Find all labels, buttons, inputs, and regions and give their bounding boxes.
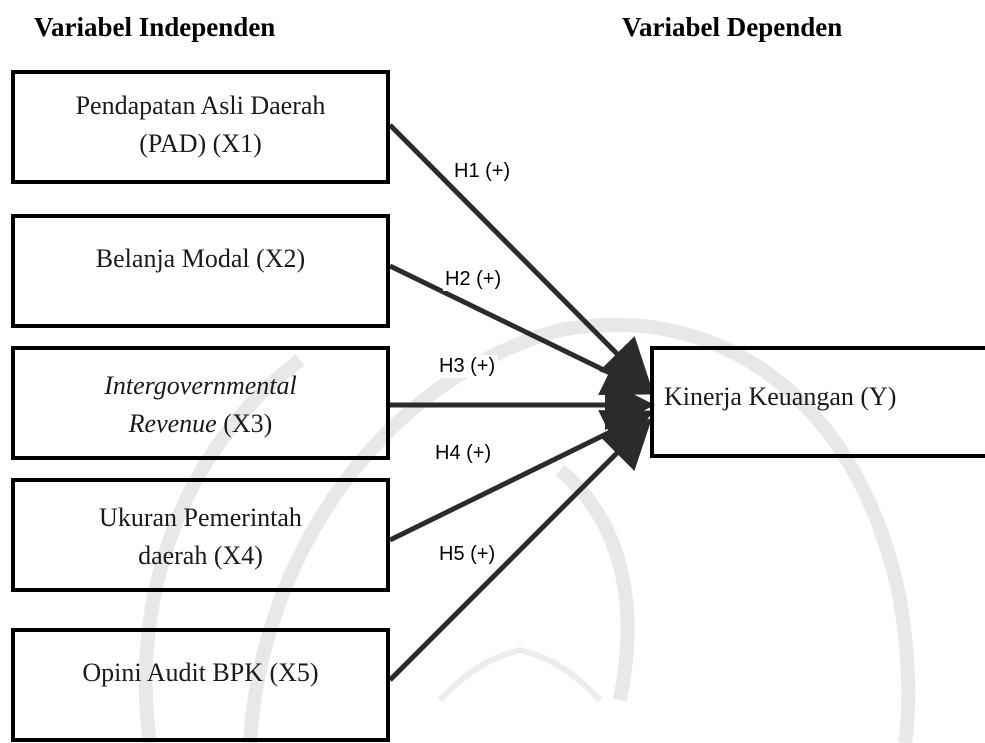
x1-label-line1: Pendapatan Asli Daerah <box>75 91 326 120</box>
dependent-variable-heading: Variabel Dependen <box>622 12 843 42</box>
y-label: Kinerja Keuangan (Y) <box>664 382 897 411</box>
hypothesis-label-h3: H3 (+) <box>437 355 498 378</box>
x3-label-line1: Intergovernmental <box>104 371 297 400</box>
hypothesis-label-h2: H2 (+) <box>443 268 504 291</box>
hypothesis-label-h5: H5 (+) <box>437 543 498 566</box>
variable-box-x4: Ukuran Pemerintah daerah (X4) <box>11 478 390 592</box>
hypothesis-label-h1: H1 (+) <box>452 160 513 183</box>
x2-label: Belanja Modal (X2) <box>95 244 306 273</box>
x5-label: Opini Audit BPK (X5) <box>82 658 319 687</box>
variable-box-x5: Opini Audit BPK (X5) <box>11 628 390 742</box>
variable-box-y: Kinerja Keuangan (Y) <box>650 346 985 458</box>
variable-box-x3: Intergovernmental Revenue (X3) <box>11 346 390 460</box>
arrow-h4 <box>388 410 654 543</box>
x1-label-line2: (PAD) (X1) <box>139 129 262 158</box>
x3-label-line2-italic: Revenue <box>128 409 217 438</box>
arrow-h2 <box>388 263 654 395</box>
arrow-h5 <box>388 417 653 682</box>
hypothesis-label-h4: H4 (+) <box>433 442 494 465</box>
x4-label-line2: daerah (X4) <box>138 541 263 570</box>
x3-label-line2-code: (X3) <box>216 409 273 438</box>
variable-box-x1: Pendapatan Asli Daerah (PAD) (X1) <box>11 70 390 184</box>
arrow-h1 <box>388 123 653 390</box>
x4-label-line1: Ukuran Pemerintah <box>99 503 302 532</box>
independent-variables-heading: Variabel Independen <box>34 12 276 42</box>
variable-box-x2: Belanja Modal (X2) <box>11 214 390 328</box>
